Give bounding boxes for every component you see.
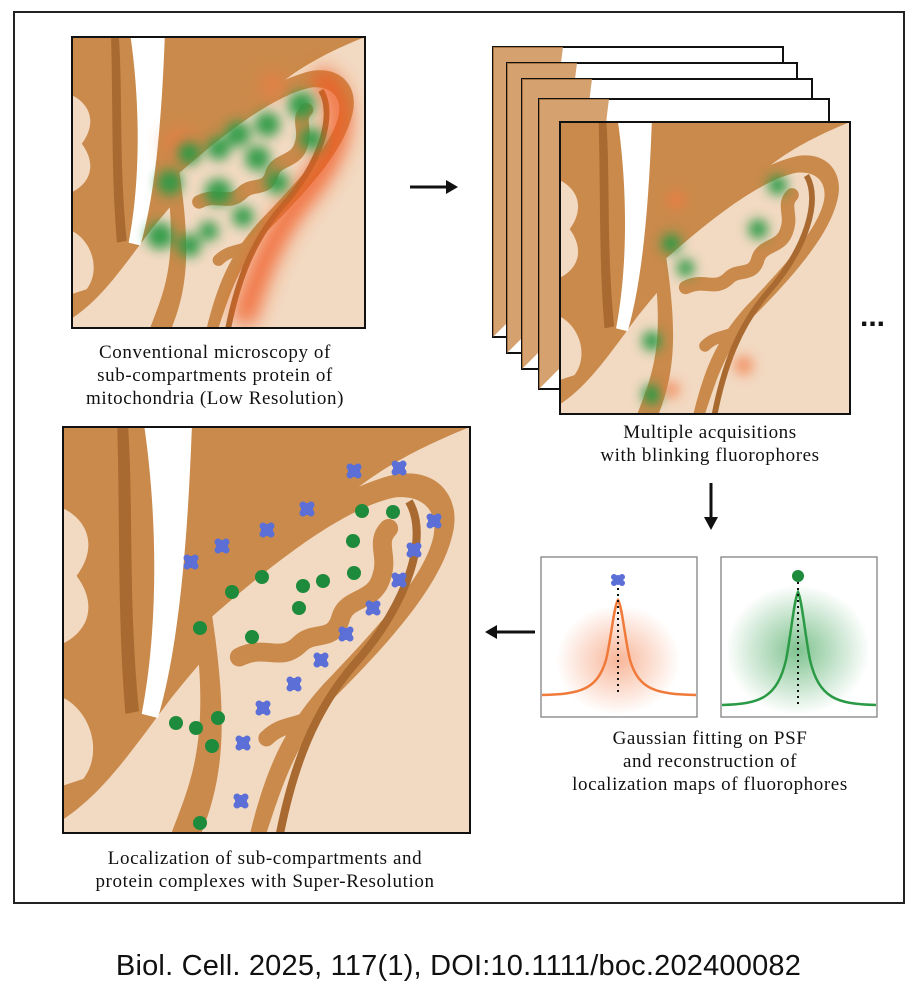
blue-marker-icon (338, 626, 354, 642)
blue-marker-icon (426, 513, 442, 529)
conventional-image (72, 37, 365, 328)
green-marker-icon (169, 716, 183, 730)
citation: Biol. Cell. 2025, 117(1), DOI:10.1111/bo… (115, 950, 802, 982)
blue-marker-icon (259, 522, 275, 538)
green-marker-icon (189, 721, 203, 735)
green-marker-icon (386, 505, 400, 519)
green-marker-icon (316, 574, 330, 588)
blue-marker-icon (365, 600, 381, 616)
acquisition-front-image (560, 122, 850, 414)
caption-gaussian: Gaussian fitting on PSF and reconstructi… (572, 728, 848, 795)
green-marker-icon (225, 585, 239, 599)
green-marker-icon (193, 621, 207, 635)
arrow-left-icon (485, 625, 535, 639)
green-marker-icon (347, 566, 361, 580)
green-marker-icon (255, 570, 269, 584)
green-marker-icon (792, 570, 804, 582)
blue-marker-icon (313, 652, 329, 668)
psf-plot-blue (540, 556, 698, 718)
more-frames-ellipsis: ... (860, 300, 886, 333)
arrow-down-icon (704, 483, 718, 530)
green-marker-icon (292, 601, 306, 615)
blue-localizations (183, 460, 442, 809)
super-resolution-image (63, 427, 470, 833)
psf-plot-green (720, 556, 878, 718)
blue-marker-icon (611, 574, 625, 586)
blue-marker-icon (299, 501, 315, 517)
blue-marker-icon (391, 460, 407, 476)
blue-marker-icon (255, 700, 271, 716)
blue-marker-icon (346, 463, 362, 479)
acquisition-stack (492, 46, 851, 415)
green-marker-icon (205, 739, 219, 753)
blue-marker-icon (233, 793, 249, 809)
blue-marker-icon (235, 735, 251, 751)
super-resolution-panel (62, 426, 471, 834)
green-marker-icon (346, 534, 360, 548)
green-marker-icon (355, 504, 369, 518)
green-localizations (169, 504, 400, 830)
green-marker-icon (296, 579, 310, 593)
caption-acquisitions: Multiple acquisitions with blinking fluo… (600, 422, 820, 466)
caption-localization: Localization of sub-compartments and pro… (95, 848, 435, 892)
green-marker-icon (211, 711, 225, 725)
green-marker-icon (193, 816, 207, 830)
caption-conventional: Conventional microscopy of sub-compartme… (85, 342, 345, 409)
blue-marker-icon (286, 676, 302, 692)
conventional-panel (71, 36, 366, 329)
green-marker-icon (245, 630, 259, 644)
blue-marker-icon (183, 554, 199, 570)
blue-marker-icon (214, 538, 230, 554)
blue-marker-icon (391, 572, 407, 588)
blue-marker-icon (406, 542, 422, 558)
arrow-right-icon (410, 180, 458, 194)
